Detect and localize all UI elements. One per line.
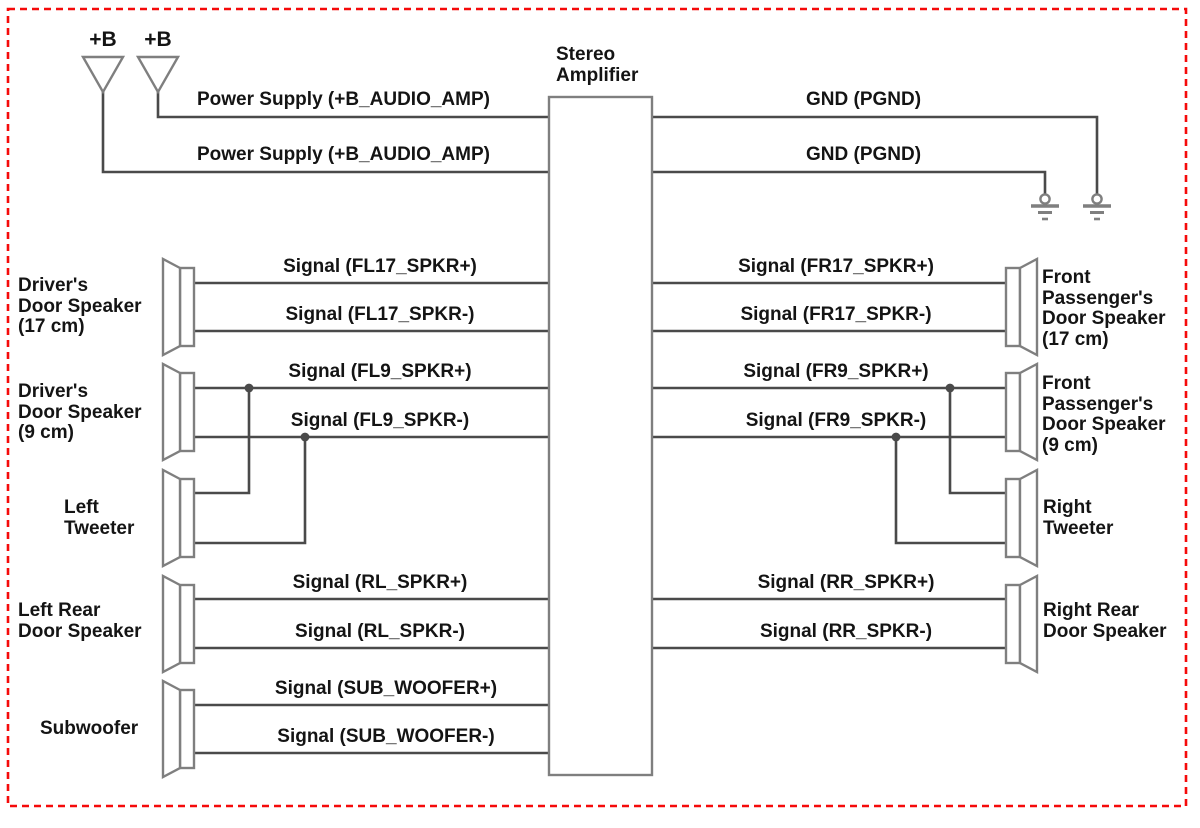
speaker-label-front-pass-17: Front Passenger's Door Speaker (17 cm): [1042, 267, 1166, 350]
plus-b-label: +B: [89, 28, 117, 51]
signal-label-fr9-plus: Signal (FR9_SPKR+): [743, 361, 929, 382]
signal-label-rr-plus: Signal (RR_SPKR+): [757, 572, 935, 593]
speaker-icon: [1004, 362, 1039, 462]
speaker-icon: [161, 362, 196, 462]
speaker-label-right-tweeter: Right Tweeter: [1043, 497, 1114, 539]
ground-label: GND (PGND): [806, 144, 922, 165]
signal-label-fr17-minus: Signal (FR17_SPKR-): [740, 304, 932, 325]
signal-label-rl-plus: Signal (RL_SPKR+): [292, 572, 468, 593]
speaker-icon: [161, 574, 196, 674]
signal-label-sub-plus: Signal (SUB_WOOFER+): [274, 678, 498, 699]
speaker-icon: [161, 257, 196, 357]
signal-label-fl9-minus: Signal (FL9_SPKR-): [290, 410, 470, 431]
speaker-icon: [161, 468, 196, 568]
signal-label-fl17-plus: Signal (FL17_SPKR+): [283, 256, 477, 277]
speaker-label-drivers-door-17: Driver's Door Speaker (17 cm): [18, 275, 142, 337]
ground-label: GND (PGND): [806, 89, 922, 110]
speaker-label-front-pass-9: Front Passenger's Door Speaker (9 cm): [1042, 373, 1166, 456]
ground-icon: [1083, 193, 1111, 221]
speaker-label-left-tweeter: Left Tweeter: [64, 497, 135, 539]
amplifier-title: Stereo Amplifier: [556, 44, 639, 86]
amplifier-box: [547, 95, 654, 777]
diagram-border: [6, 7, 1188, 808]
power-supply-label: Power Supply (+B_AUDIO_AMP): [197, 144, 490, 165]
plus-b-icon: [80, 55, 126, 95]
left-speaker-wires: [194, 281, 549, 755]
ground-icon: [1031, 193, 1059, 221]
speaker-label-drivers-door-9: Driver's Door Speaker (9 cm): [18, 381, 142, 443]
plus-b-label: +B: [144, 28, 172, 51]
speaker-label-left-rear-door: Left Rear Door Speaker: [18, 600, 142, 642]
signal-label-fl9-plus: Signal (FL9_SPKR+): [288, 361, 472, 382]
signal-label-fr17-plus: Signal (FR17_SPKR+): [738, 256, 934, 277]
junction-dots: [244, 383, 955, 442]
speaker-icon: [1004, 574, 1039, 674]
power-supply-label: Power Supply (+B_AUDIO_AMP): [197, 89, 490, 110]
signal-label-sub-minus: Signal (SUB_WOOFER-): [277, 726, 495, 747]
speaker-icon: [1004, 257, 1039, 357]
signal-label-rr-minus: Signal (RR_SPKR-): [759, 621, 933, 642]
signal-label-fr9-minus: Signal (FR9_SPKR-): [745, 410, 927, 431]
signal-label-fl17-minus: Signal (FL17_SPKR-): [285, 304, 475, 325]
speaker-icon: [1004, 468, 1039, 568]
speaker-label-subwoofer: Subwoofer: [40, 718, 139, 739]
speaker-label-right-rear-door: Right Rear Door Speaker: [1043, 600, 1167, 642]
plus-b-icon: [135, 55, 181, 95]
speaker-icon: [161, 679, 196, 779]
signal-label-rl-minus: Signal (RL_SPKR-): [295, 621, 465, 642]
power-wires: [101, 91, 1099, 194]
